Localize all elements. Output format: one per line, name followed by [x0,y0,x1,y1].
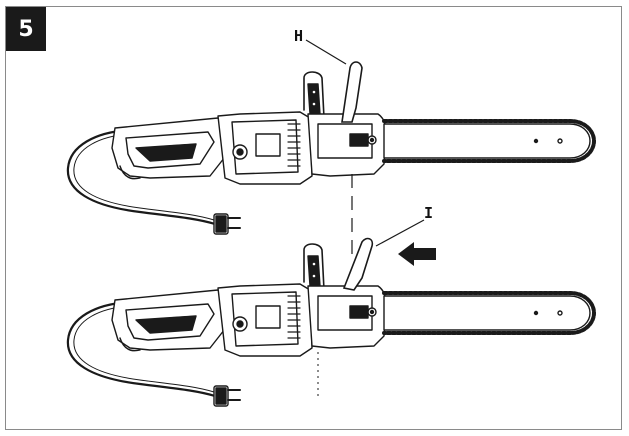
callout-i-leader [375,219,425,247]
chainsaw-top [65,61,596,236]
arrow-left-icon [398,242,436,266]
figure-number: 5 [18,16,34,42]
callout-h-leader [305,39,347,65]
brake-lever-i [342,237,374,291]
callout-h: H [294,27,304,45]
figure-number-badge: 5 [6,7,46,51]
callout-i: I [424,204,434,222]
brake-lever-h [341,61,363,123]
chainsaw-bottom [65,237,596,408]
